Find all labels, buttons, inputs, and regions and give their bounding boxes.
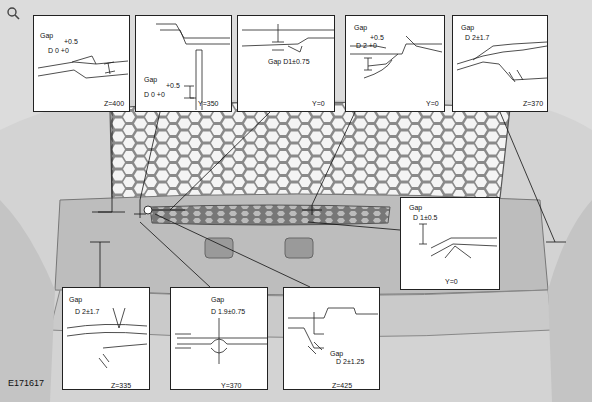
callout-box: Gap+0.5D 2 +0 Y=0 — [345, 15, 445, 112]
callout-box: Gap D 2±1.7Z=370 — [452, 15, 548, 112]
gap-spec: Gap — [354, 24, 367, 32]
section-sketch — [284, 288, 381, 391]
gap-spec: D 2±1.25 — [336, 358, 364, 366]
section-sketch — [401, 198, 501, 291]
gap-spec: +0.5 — [166, 82, 180, 90]
section-sketch — [171, 288, 269, 391]
gap-spec: Gap — [144, 76, 157, 84]
section-sketch — [63, 288, 151, 391]
gap-spec: D 0 +0 — [48, 47, 69, 55]
gap-spec: Y=370 — [221, 382, 241, 390]
gap-spec: +0.5 — [370, 34, 384, 42]
callout-box: Gap +0.5D 0 +0 Y=350 — [135, 15, 232, 112]
gap-spec: Gap D1±0.75 — [268, 58, 310, 66]
callout-box: Gap D 1±0.5Y=0 — [400, 197, 500, 290]
gap-spec: Gap — [69, 296, 82, 304]
gap-spec: Z=400 — [104, 100, 124, 108]
gap-spec: Z=425 — [332, 382, 352, 390]
gap-spec: D 1±0.5 — [413, 214, 437, 222]
callout-box: GapD 2±1.25Z=425 — [283, 287, 380, 390]
gap-spec: Gap — [409, 204, 422, 212]
callout-box: Gap D 2±1.7Z=335 — [62, 287, 150, 390]
gap-spec: +0.5 — [64, 38, 78, 46]
gap-spec: D 1.9±0.75 — [211, 308, 245, 316]
figure-number: E171617 — [8, 378, 44, 388]
gap-spec: Z=335 — [111, 382, 131, 390]
callout-box: Gap +0.5D 0 +0 Z=400 — [33, 15, 130, 112]
gap-spec: D 2 +0 — [356, 42, 377, 50]
gap-spec: Gap — [40, 32, 53, 40]
callout-box: Gap D 1.9±0.75Y=370 — [170, 287, 268, 390]
section-sketch — [34, 16, 131, 113]
gap-spec: Y=0 — [445, 278, 458, 286]
callout-box: Gap D1±0.75Y=0 — [237, 15, 335, 112]
gap-spec: Gap — [211, 296, 224, 304]
gap-spec: D 2±1.7 — [465, 34, 489, 42]
gap-spec: Z=370 — [523, 100, 543, 108]
gap-spec: Gap — [461, 24, 474, 32]
gap-spec: Y=0 — [426, 100, 439, 108]
gap-spec: D 0 +0 — [144, 91, 165, 99]
gap-spec: Y=350 — [198, 100, 218, 108]
gap-spec: Y=0 — [312, 100, 325, 108]
section-sketch — [136, 16, 233, 113]
gap-spec: D 2±1.7 — [75, 308, 99, 316]
gap-spec: Gap — [330, 350, 343, 358]
